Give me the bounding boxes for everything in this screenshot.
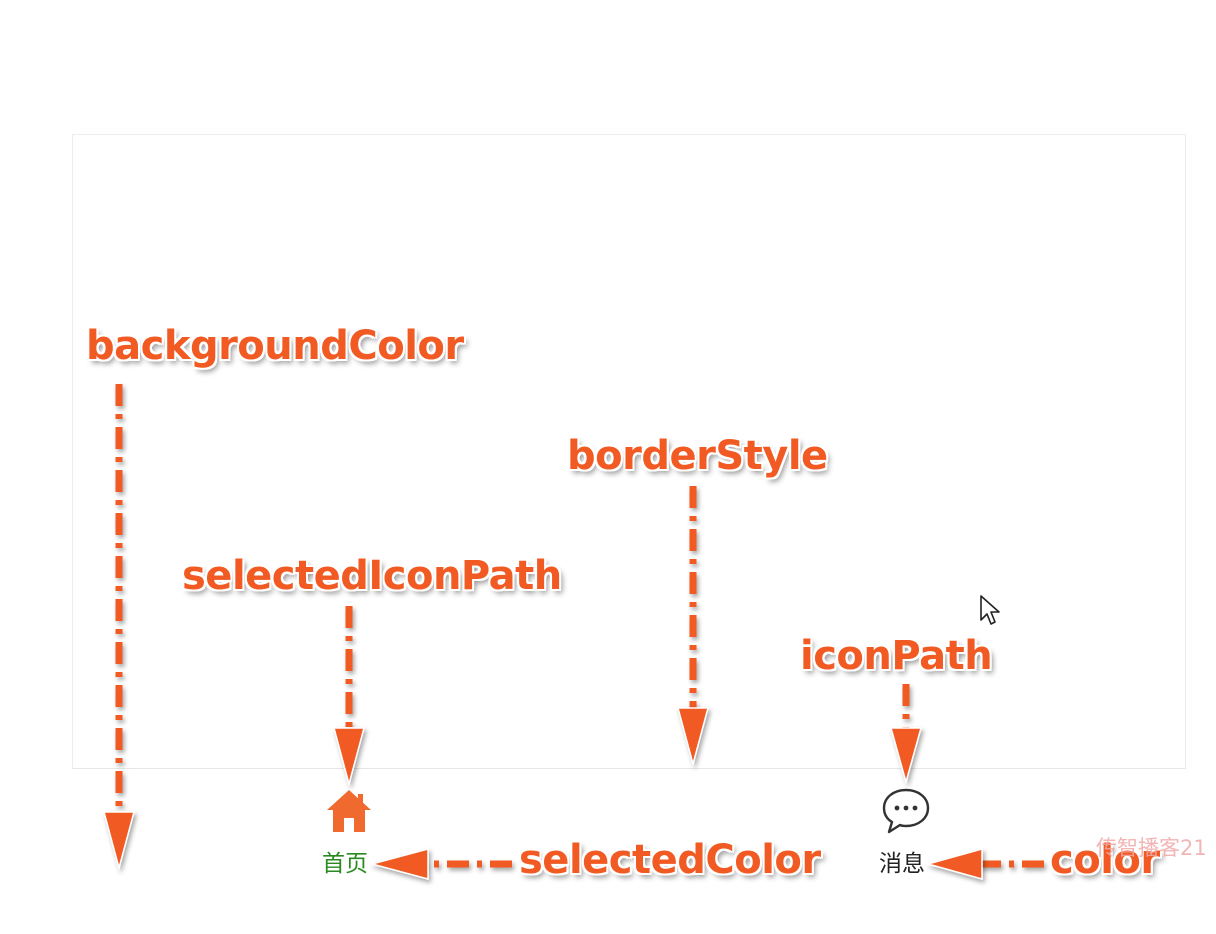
arrowhead-background-color [103, 811, 135, 871]
label-color: color [1050, 837, 1160, 883]
tab-home-label[interactable]: 首页 [322, 851, 368, 877]
arrowhead-border-style [677, 707, 709, 767]
tab-bar [72, 768, 1186, 900]
label-icon-path: iconPath [800, 633, 993, 679]
label-background-color: backgroundColor [86, 323, 464, 369]
home-icon[interactable] [324, 786, 374, 836]
tab-message-label[interactable]: 消息 [879, 851, 925, 877]
chat-bubble-icon[interactable] [880, 786, 932, 836]
label-selected-color: selectedColor [519, 837, 821, 883]
arrowhead-selected-color [369, 848, 429, 880]
arrowhead-selected-icon-path [333, 727, 365, 787]
arrowhead-icon-path [890, 727, 922, 785]
mouse-cursor-icon [978, 594, 1004, 628]
label-selected-icon-path: selectedIconPath [182, 553, 562, 599]
label-border-style: borderStyle [567, 433, 828, 479]
watermark-text: 传智播客21 [1096, 836, 1207, 860]
arrowhead-color [925, 848, 983, 880]
